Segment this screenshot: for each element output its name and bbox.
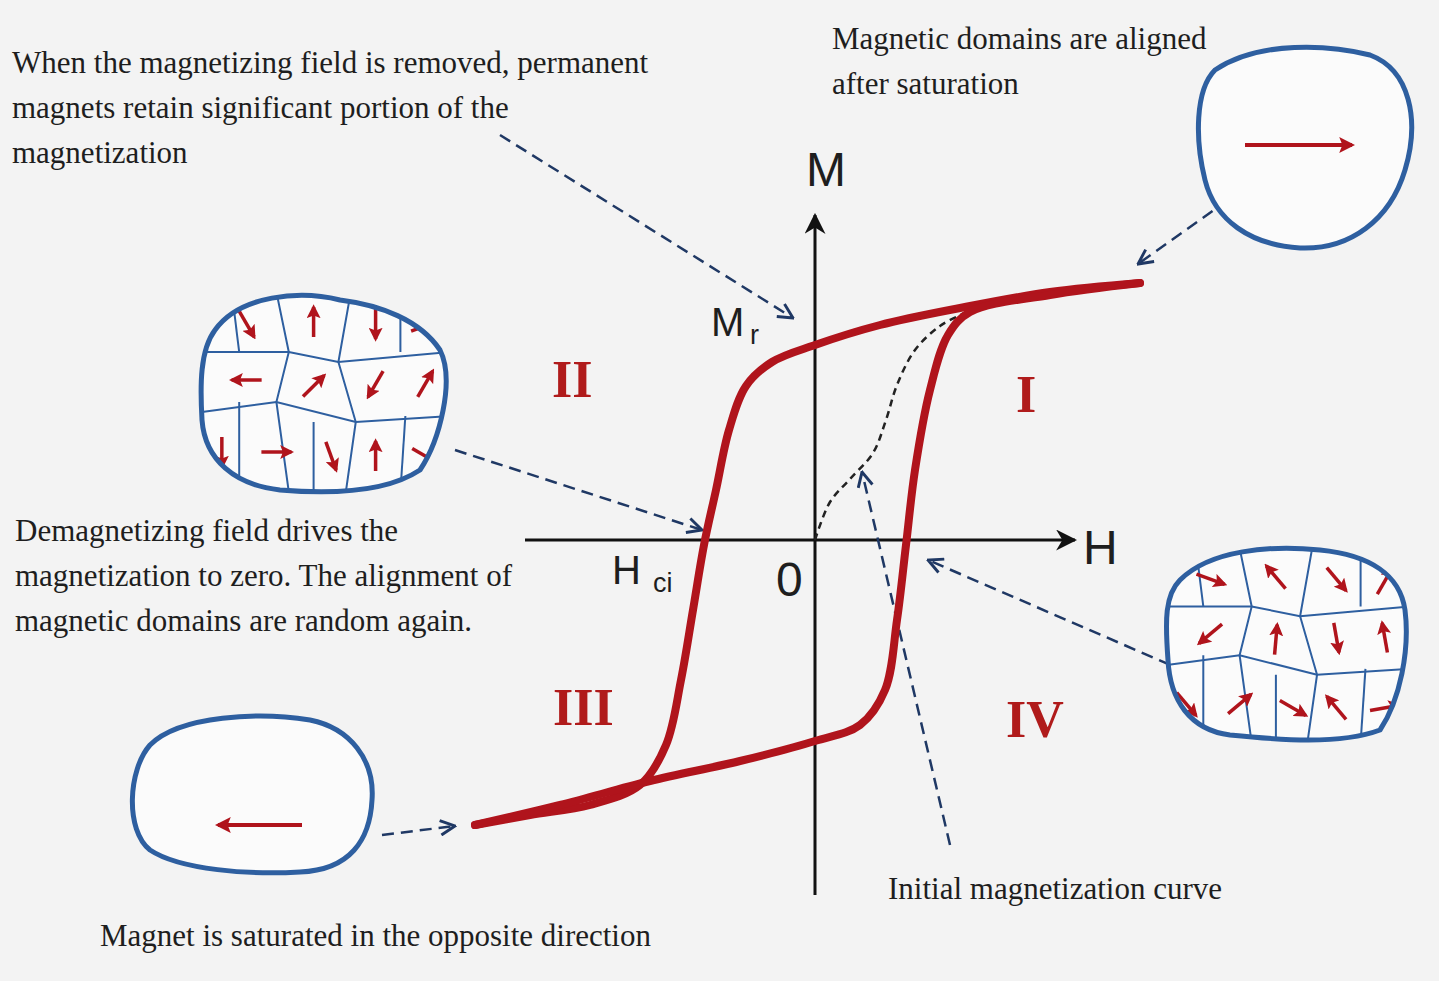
domain-arrow — [1266, 566, 1285, 589]
domain-arrow — [1275, 625, 1278, 655]
axis-label: M — [806, 146, 846, 194]
annotation-text: Magnet is saturated in the opposite dire… — [100, 913, 651, 958]
magnet-outline — [201, 295, 446, 491]
magnet-outline — [1198, 47, 1411, 248]
hysteresis-curves — [475, 283, 1140, 825]
domain-wall — [232, 292, 239, 352]
magnet-fill — [201, 295, 446, 491]
annotation-text: Demagnetizing field drives the magnetiza… — [15, 508, 520, 643]
leader-line — [455, 450, 702, 530]
domain-wall — [1361, 669, 1366, 743]
domain-wall — [338, 292, 355, 492]
leader-line — [1138, 200, 1228, 264]
axis-label: H — [612, 550, 641, 590]
domain-arrow — [374, 309, 378, 339]
domain-arrow — [326, 442, 336, 470]
magnetization-arrow — [218, 823, 302, 827]
domain-arrow — [261, 450, 291, 454]
domain-arrow — [1228, 694, 1251, 713]
axis-label: M — [711, 302, 744, 342]
domain-wall — [1240, 548, 1252, 743]
domain-arrow — [1199, 624, 1222, 643]
domain-wall — [1167, 607, 1409, 617]
hysteresis-branch — [475, 283, 1140, 825]
domain-wall — [202, 352, 450, 362]
annotation-text: Magnetic domains are aligned after satur… — [832, 16, 1212, 106]
domain-arrow — [1334, 623, 1339, 653]
domain-arrow — [239, 311, 254, 337]
domain-arrow — [1327, 696, 1346, 719]
axis-label: H — [1083, 524, 1118, 572]
domain-wall — [1275, 675, 1277, 743]
domain-arrow — [1196, 574, 1224, 584]
magnet-outline — [1166, 548, 1406, 740]
domain-wall — [399, 292, 401, 352]
domain-group — [1166, 548, 1409, 743]
annotation-text: When the magnetizing field is removed, p… — [12, 40, 652, 175]
axis-label: 0 — [776, 556, 803, 604]
domain-wall — [276, 292, 288, 492]
domain-cells — [202, 292, 450, 492]
domain-arrow — [418, 371, 433, 397]
subscript: ci — [653, 570, 673, 597]
domain-arrow — [312, 307, 316, 337]
subscript: r — [750, 322, 759, 349]
domain-arrow — [368, 371, 383, 397]
magnetization-arrow — [1245, 143, 1352, 147]
domain-arrow — [1327, 568, 1346, 591]
leader-line — [382, 826, 455, 835]
domain-arrow — [1382, 623, 1387, 653]
hysteresis-branch — [475, 283, 1140, 825]
domain-arrow — [232, 378, 262, 382]
leader-line — [500, 135, 793, 318]
domain-wall — [313, 422, 315, 492]
quadrant-numeral: IV — [1006, 694, 1064, 746]
annotation-text: Initial magnetization curve — [888, 866, 1222, 911]
domain-cells — [1167, 548, 1409, 743]
domain-arrow — [1370, 705, 1400, 710]
domain-arrow — [374, 441, 378, 471]
quadrant-numeral: II — [552, 354, 592, 406]
leader-line — [928, 560, 1205, 680]
m-axis — [814, 215, 817, 895]
domain-arrow — [303, 375, 324, 396]
quadrant-numeral: III — [553, 682, 614, 734]
magnet-outline — [132, 716, 372, 873]
domain-arrow — [1280, 700, 1306, 715]
h-axis — [525, 539, 1075, 542]
leader-lines — [382, 135, 1228, 845]
quadrant-numeral: I — [1016, 369, 1036, 421]
domain-group — [201, 292, 450, 492]
